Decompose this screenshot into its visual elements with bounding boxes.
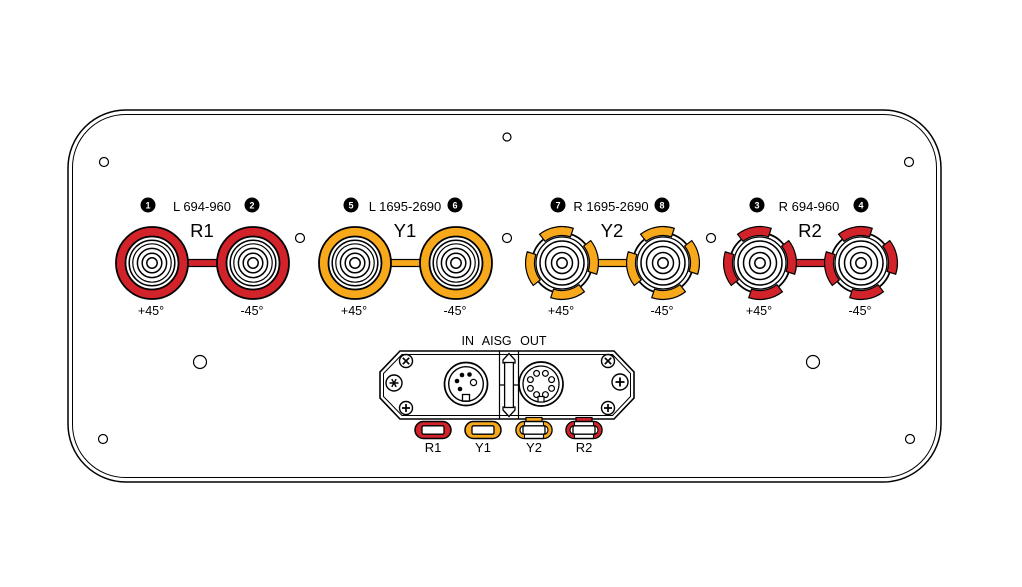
legend-label: Y2: [526, 440, 542, 455]
legend-pill: [515, 416, 553, 440]
panel-hole: [805, 354, 821, 370]
aisg-plate-inner-outline: [383, 354, 631, 416]
connector-group-r1: 1 2 L 694-960 R1 +45° -45°: [115, 197, 290, 318]
panel-hole: [501, 232, 513, 244]
band-label: R 1695-2690: [573, 199, 648, 214]
polarization-label: +45°: [548, 304, 574, 318]
aisg-out-connector: [518, 361, 564, 407]
panel-outline: [67, 109, 942, 483]
panel-hole: [502, 132, 512, 142]
port-color-legend: R1 Y1 Y2 R2: [414, 416, 603, 455]
port-number: 8: [659, 200, 664, 210]
rf-connector: [216, 226, 290, 300]
group-name: R2: [798, 220, 822, 241]
rf-connector: [115, 226, 189, 300]
port-number: 7: [555, 200, 560, 210]
group-name: Y2: [601, 220, 624, 241]
screw-icon: [398, 353, 414, 369]
jumper-bar: [388, 258, 423, 268]
port-number-badge: [749, 197, 765, 213]
port-number-badge: [654, 197, 670, 213]
port-number: 2: [249, 200, 254, 210]
legend-label: R2: [576, 440, 593, 455]
polarization-label: -45°: [650, 304, 673, 318]
legend-pill: [565, 416, 603, 440]
jumper-bar: [185, 258, 220, 268]
panel-hole: [904, 433, 916, 445]
rf-connector: [720, 223, 800, 303]
connector-group-r2: 3 4 R 694-960 R2 +45° -45°: [720, 197, 901, 318]
screw-icon: [398, 400, 414, 416]
legend-label: R1: [425, 440, 442, 455]
aisg-plate-outline: [379, 350, 635, 420]
port-number-badge: [853, 197, 869, 213]
polarization-label: -45°: [848, 304, 871, 318]
band-label: L 694-960: [173, 199, 231, 214]
group-name: Y1: [394, 220, 417, 241]
legend-pill: [414, 420, 452, 440]
rf-connector: [318, 226, 392, 300]
screw-icon: [611, 373, 629, 391]
legend-label: Y1: [475, 440, 491, 455]
port-number: 4: [858, 200, 863, 210]
locking-lever: [502, 352, 516, 418]
port-number-badge: [140, 197, 156, 213]
aisg-label: IN AISG OUT: [461, 334, 546, 348]
polarization-label: -45°: [240, 304, 263, 318]
jumper-bar: [595, 258, 630, 268]
panel-hole: [294, 232, 306, 244]
port-number: 5: [348, 200, 353, 210]
port-number: 6: [452, 200, 457, 210]
port-number: 3: [754, 200, 759, 210]
aisg-plate: IN AISG OUT: [379, 334, 635, 420]
screw-icon: [600, 400, 616, 416]
band-label: R 694-960: [779, 199, 840, 214]
polarization-label: -45°: [443, 304, 466, 318]
legend-pill: [464, 420, 502, 440]
port-number-badge: [447, 197, 463, 213]
port-number-badge: [244, 197, 260, 213]
panel-hole: [97, 433, 109, 445]
port-number: 1: [145, 200, 150, 210]
polarization-label: +45°: [138, 304, 164, 318]
polarization-label: +45°: [746, 304, 772, 318]
panel-hole: [98, 156, 110, 168]
rf-connector: [623, 223, 703, 303]
rf-connector: [821, 223, 901, 303]
screw-icon: [385, 374, 403, 392]
screw-icon: [600, 353, 616, 369]
panel-hole: [903, 156, 915, 168]
jumper-bar: [793, 258, 828, 268]
connector-group-y2: 7 8 R 1695-2690 Y2 +45° -45°: [522, 197, 703, 318]
group-name: R1: [190, 220, 214, 241]
port-number-badge: [343, 197, 359, 213]
polarization-label: +45°: [341, 304, 367, 318]
connector-group-y1: 5 6 L 1695-2690 Y1 +45° -45°: [318, 197, 493, 318]
rf-connector: [522, 223, 602, 303]
panel-hole: [192, 354, 208, 370]
rf-connector: [419, 226, 493, 300]
aisg-in-connector: [443, 361, 489, 407]
panel-hole: [705, 232, 717, 244]
mounting-holes: [97, 132, 916, 445]
band-label: L 1695-2690: [369, 199, 442, 214]
port-number-badge: [550, 197, 566, 213]
